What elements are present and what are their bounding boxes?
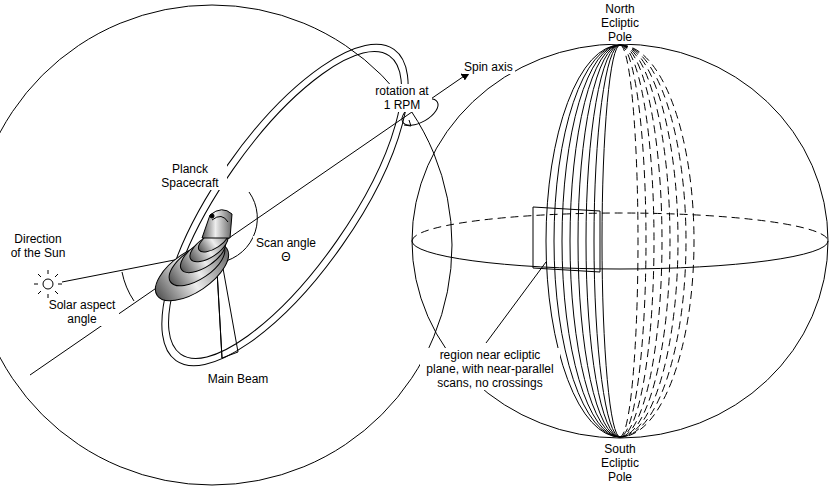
scan-circle-back — [620, 45, 646, 437]
ecliptic-back — [412, 213, 828, 241]
scan-circle — [562, 45, 620, 437]
label: Solar aspect angle — [45, 298, 119, 326]
solar-aspect-arc — [122, 272, 134, 301]
scan-circle — [554, 45, 620, 437]
scan-ring — [129, 20, 441, 390]
celestial-sphere — [412, 44, 828, 438]
scan-circle-back — [620, 45, 694, 437]
region-box — [533, 207, 600, 272]
label: Scan angle Θ — [253, 236, 319, 264]
label: Main Beam — [206, 372, 271, 386]
scan-circle-back — [620, 45, 638, 437]
spacecraft — [146, 210, 238, 312]
label: Spin axis — [462, 60, 515, 74]
scan-circle-back — [620, 45, 654, 437]
label: Direction of the Sun — [6, 232, 70, 260]
scan-circle — [570, 45, 620, 437]
rotation-arrow — [404, 120, 411, 126]
scan-circle — [594, 45, 620, 437]
label: rotation at 1 RPM — [372, 84, 432, 112]
label: region near ecliptic plane, with near-pa… — [420, 348, 560, 390]
scan-circle — [602, 45, 620, 437]
scan-circle-back — [620, 45, 670, 437]
label: Planck Spacecraft — [153, 162, 227, 190]
scan-circle — [586, 45, 620, 437]
leader-line — [486, 262, 546, 343]
scan-ring — [119, 9, 452, 401]
scan-circle-back — [620, 45, 678, 437]
scan-circle-back — [620, 45, 686, 437]
sun-symbol — [34, 270, 62, 298]
ecliptic-front — [412, 241, 828, 269]
celestial-sphere — [0, 5, 452, 485]
label: North Ecliptic Pole — [593, 2, 647, 44]
spin-axis — [30, 72, 470, 375]
scan-circles — [546, 45, 694, 437]
label: South Ecliptic Pole — [593, 442, 647, 484]
